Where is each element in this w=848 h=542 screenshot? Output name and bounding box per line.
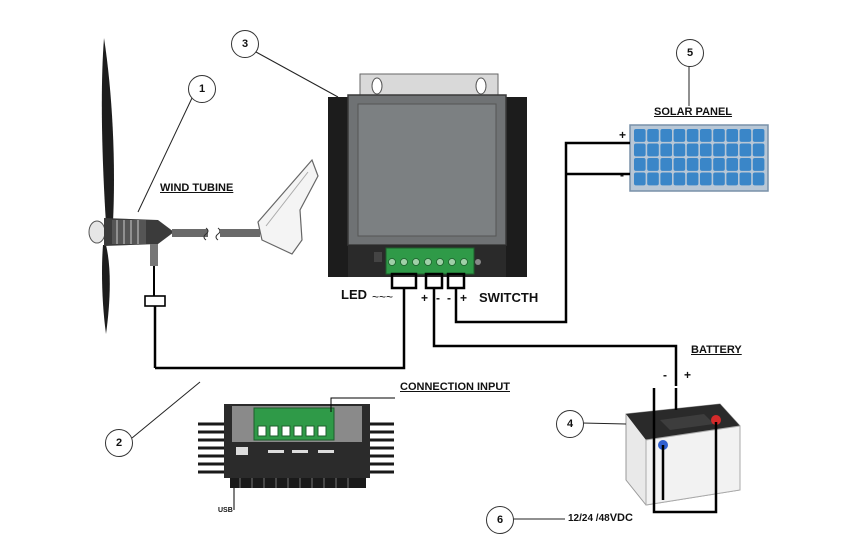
wind-turbine [88,38,319,368]
callout-4: 4 [556,410,584,438]
voltage-label: 12/24 /48VDC [568,512,633,524]
solar-cell [713,143,725,157]
callout-2: 2 [105,429,133,457]
solar-cell [700,172,712,186]
callout-3: 3 [231,30,259,58]
voltage-value: 12/24 /48 [568,513,610,524]
solar-cell [660,129,672,142]
callout-1: 1 [188,75,216,103]
solar-panel-label: SOLAR PANEL [654,106,733,118]
solar-cell [726,129,738,142]
wind-turbine-label: WIND TUBINE [160,182,234,194]
solar-cell [634,158,646,171]
solar-cell [700,143,712,157]
solar-cell [739,158,752,171]
connection-input-controller [198,397,395,510]
solar-cell [673,129,686,142]
solar-cell [647,158,659,171]
solar-cell [713,129,725,142]
callout-5: 5 [676,39,704,67]
switch-label: SWITCTH [479,290,539,305]
solar-cell [700,129,712,142]
solar-cell [726,143,738,157]
wiring [155,141,718,514]
solar-cell [634,143,646,157]
controller-solar-minus: - [447,291,451,305]
solar-cell [752,172,765,186]
solar-cell [700,158,712,171]
charge-controller [328,73,527,277]
solar-cell [686,143,699,157]
leader-lines [131,51,690,520]
solar-cell [634,129,646,142]
solar-cell [713,172,725,186]
callout-6: 6 [486,506,514,534]
solar-cell [673,172,686,186]
solar-cell [647,143,659,157]
connection-input-label: CONNECTION INPUT [400,381,510,393]
solar-cell [686,158,699,171]
solar-cell [673,143,686,157]
usb-label: USB [218,507,233,514]
solar-cell [686,129,699,142]
battery-label: BATTERY [691,344,742,356]
solar-cell [752,143,765,157]
voltage-unit: VDC [609,512,633,524]
solar-cell [739,129,752,142]
solar-panel [629,124,769,192]
battery-minus: - [663,368,667,382]
solar-cell [726,158,738,171]
controller-battery-minus: - [436,291,440,305]
solar-cell [647,129,659,142]
solar-cell [647,172,659,186]
solar-minus: - [620,168,624,182]
solar-cell [660,158,672,171]
solar-cell [752,129,765,142]
battery-plus: + [684,368,692,382]
battery [625,403,741,506]
solar-cell [752,158,765,171]
solar-plus: + [619,128,627,142]
controller-solar-plus: + [460,291,468,305]
solar-cell [660,143,672,157]
solar-cell [660,172,672,186]
solar-cell [739,143,752,157]
controller-battery-plus: + [421,291,429,305]
solar-cell [739,172,752,186]
solar-cell [634,172,646,186]
solar-cell [673,158,686,171]
solar-cell [726,172,738,186]
solar-cell [713,158,725,171]
solar-cell [686,172,699,186]
ac-symbol: ~~~ [372,290,394,304]
led-label: LED [341,287,367,302]
